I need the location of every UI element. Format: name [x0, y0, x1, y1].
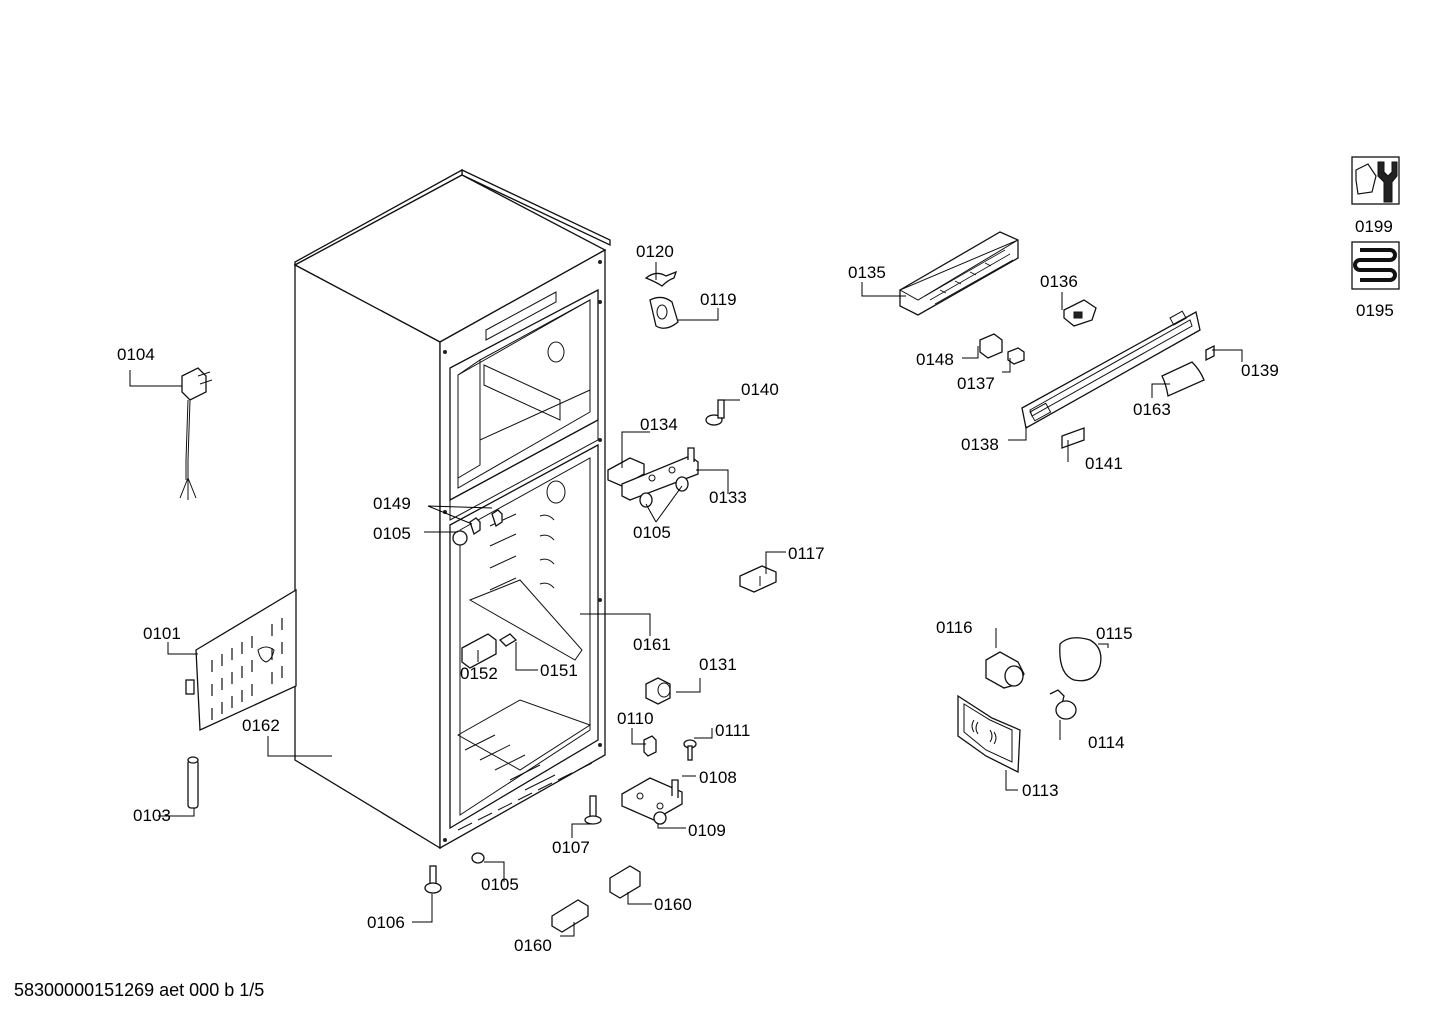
label-0107: 0107 — [552, 838, 590, 857]
small-clip-icon — [643, 735, 657, 757]
label-0105-left: 0105 — [373, 524, 411, 543]
label-0106: 0106 — [367, 913, 405, 932]
bulb-icon — [498, 633, 518, 647]
refrigerator-cabinet — [293, 168, 611, 850]
foot-icon — [424, 865, 442, 894]
label-0110: 0110 — [617, 709, 654, 728]
part-labels: 0199 0195 0120 0119 0135 0136 0148 0137 … — [117, 217, 1394, 955]
rear-grille-icon — [185, 588, 297, 731]
label-0116: 0116 — [936, 618, 973, 637]
label-0160-right: 0160 — [654, 895, 692, 914]
label-0119: 0119 — [700, 290, 737, 309]
hinge-icon — [621, 447, 699, 501]
label-0109: 0109 — [688, 821, 726, 840]
hinge-pin-icon — [705, 399, 725, 426]
label-0137: 0137 — [957, 374, 995, 393]
bottom-hinge-icon — [621, 777, 683, 825]
cover-icon — [1161, 361, 1205, 397]
label-0139: 0139 — [1241, 361, 1279, 380]
label-0163: 0163 — [1133, 400, 1171, 419]
adjustable-foot-icon — [584, 795, 602, 825]
label-0134: 0134 — [640, 415, 678, 434]
label-0161: 0161 — [633, 635, 671, 654]
exploded-parts-diagram: 0199 0195 0120 0119 0135 0136 0148 0137 … — [117, 156, 1400, 955]
leader-lines — [129, 262, 1243, 937]
control-module-icon — [898, 231, 1019, 316]
small-connector-icon — [1007, 347, 1025, 365]
label-0131: 0131 — [699, 655, 737, 674]
light-bulb-icon — [1049, 689, 1077, 720]
label-0105-hinge: 0105 — [633, 523, 671, 542]
label-0149: 0149 — [373, 494, 411, 513]
label-0141: 0141 — [1085, 454, 1123, 473]
damper-icon — [645, 677, 671, 705]
hinge-cover-icon — [649, 296, 679, 329]
power-cord-icon — [179, 367, 213, 500]
label-0135: 0135 — [848, 263, 886, 282]
screw-icon — [683, 739, 697, 761]
label-strip-icon — [1061, 427, 1085, 449]
label-0136: 0136 — [1040, 272, 1078, 291]
tab-icon — [1205, 344, 1215, 362]
label-0199: 0199 — [1355, 217, 1393, 236]
label-0101: 0101 — [143, 624, 181, 643]
cap-icon — [639, 476, 689, 508]
door-switch-icon — [739, 565, 777, 593]
label-0105-bottom: 0105 — [481, 875, 519, 894]
control-panel-strip-icon — [1021, 310, 1201, 430]
label-0114: 0114 — [1088, 733, 1125, 752]
thermostat-housing-icon — [957, 694, 1021, 774]
label-0104: 0104 — [117, 345, 155, 364]
label-0111: 0111 — [715, 721, 750, 740]
label-0152: 0152 — [460, 664, 498, 683]
coil-icon — [1351, 241, 1400, 290]
mounting-bracket-icon — [551, 865, 641, 933]
switch-icon — [1063, 299, 1097, 327]
lamp-lens-icon — [1059, 637, 1102, 682]
label-0117: 0117 — [788, 544, 825, 563]
label-0148: 0148 — [916, 350, 954, 369]
service-kit-icon — [1351, 156, 1400, 205]
label-0103: 0103 — [133, 806, 171, 825]
bottom-cap-icon — [471, 852, 485, 864]
label-0162: 0162 — [242, 716, 280, 735]
lamp-holder-icon — [985, 651, 1025, 689]
label-0138: 0138 — [961, 435, 999, 454]
label-0108: 0108 — [699, 768, 737, 787]
pin-icon — [452, 509, 503, 546]
lamp-cover-icon — [461, 633, 497, 669]
document-id: 58300000151269 aet 000 b 1/5 — [14, 980, 265, 1000]
label-0133: 0133 — [709, 488, 747, 507]
connector-icon — [979, 333, 1003, 359]
support-rod-icon — [187, 756, 199, 809]
clip-icon — [644, 270, 678, 287]
bracket-icon — [607, 457, 645, 487]
label-0195: 0195 — [1356, 301, 1394, 320]
label-0115: 0115 — [1096, 624, 1133, 643]
label-0120: 0120 — [636, 242, 674, 261]
label-0160-left: 0160 — [514, 936, 552, 955]
label-0151: 0151 — [540, 661, 578, 680]
label-0113: 0113 — [1022, 781, 1059, 800]
label-0140: 0140 — [741, 380, 779, 399]
